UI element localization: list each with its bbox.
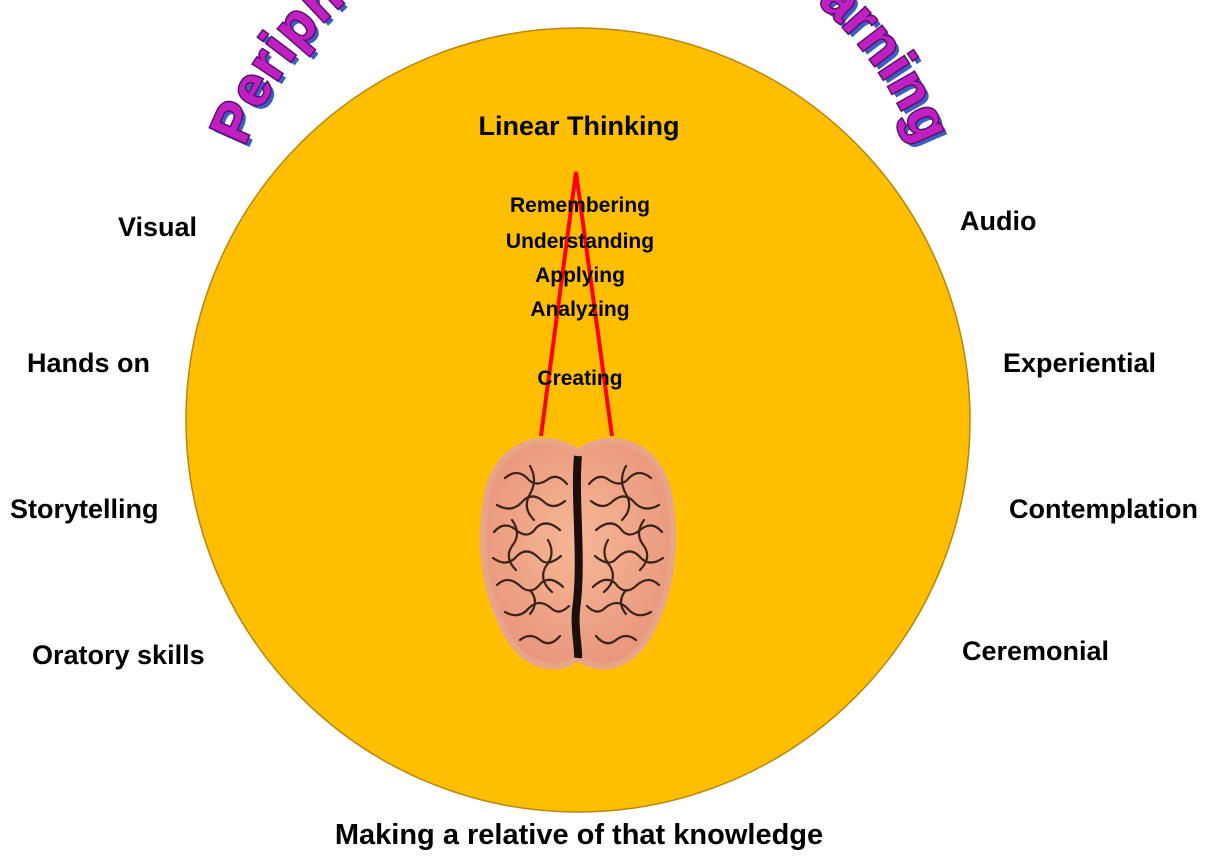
mode-hands-on: Hands on	[27, 348, 151, 378]
mode-ceremonial: Ceremonial	[962, 636, 1110, 666]
stage-analyzing: Analyzing	[530, 298, 630, 321]
mode-visual: Visual	[118, 212, 198, 242]
learning-circle	[185, 27, 971, 813]
mode-storytelling: Storytelling	[10, 494, 159, 524]
footer-caption: Making a relative of that knowledge	[334, 819, 824, 851]
stage-applying: Applying	[535, 264, 625, 287]
mode-oratory-skills: Oratory skills	[32, 640, 205, 670]
mode-contemplation: Contemplation	[1009, 494, 1198, 524]
stage-creating: Creating	[537, 367, 623, 390]
linear-thinking-beam	[539, 171, 614, 437]
brain-icon	[479, 437, 677, 670]
stage-understanding: Understanding	[505, 230, 655, 253]
stage-remembering: Remembering	[509, 194, 651, 217]
mode-audio: Audio	[960, 206, 1037, 236]
mode-experiential: Experiential	[1003, 348, 1157, 378]
linear-thinking-heading: Linear Thinking	[478, 111, 680, 141]
